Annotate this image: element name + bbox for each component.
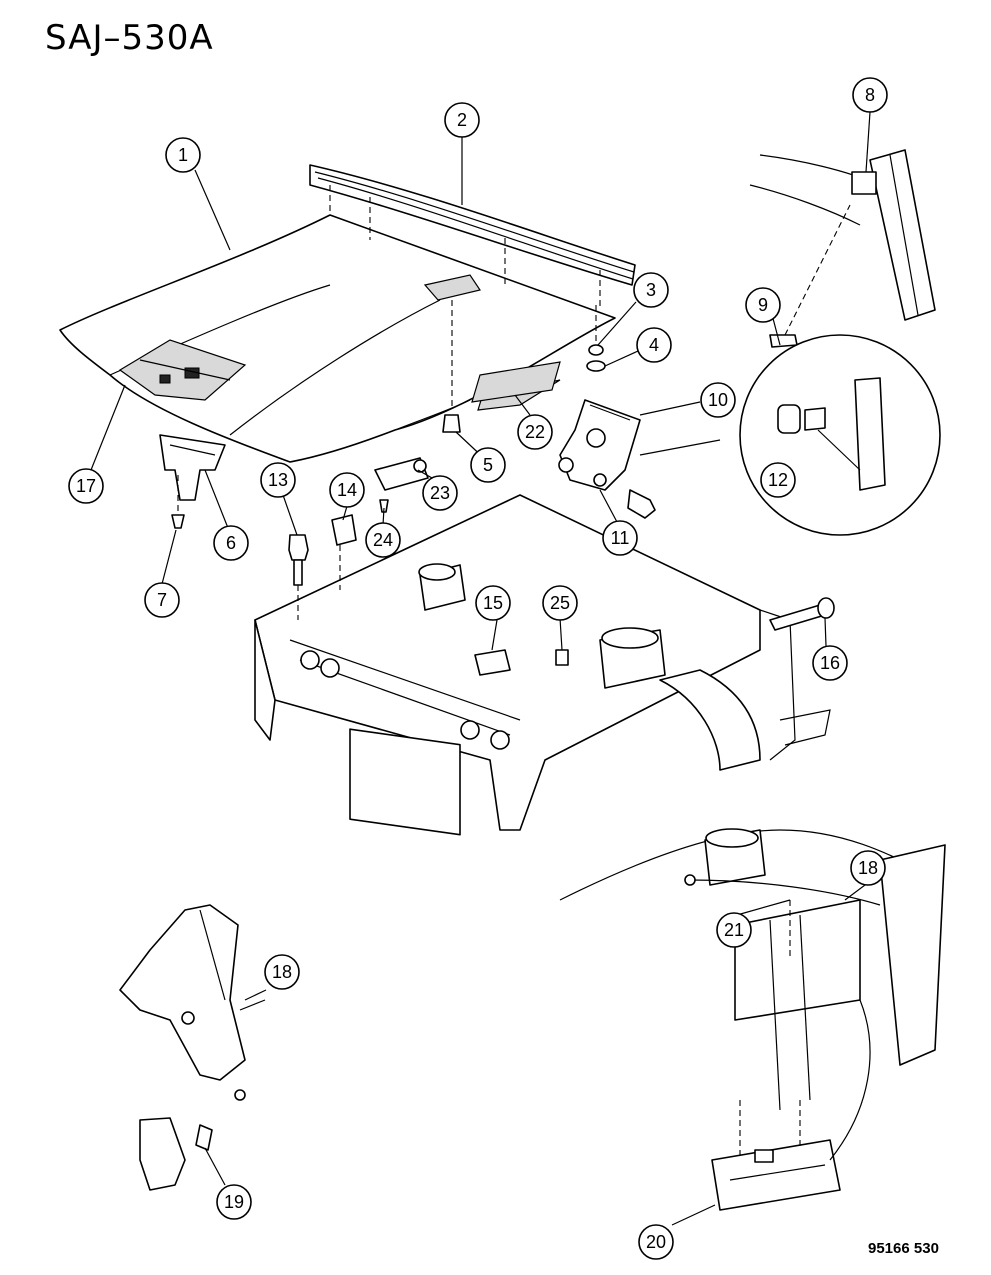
callout-18b: 18 [264,954,300,990]
grommet-5 [442,300,461,433]
callout-23-label: 23 [430,483,450,503]
front-end-structure [254,494,831,836]
callout-1-label: 1 [178,145,188,165]
callout-7-label: 7 [157,590,167,610]
callout-4-label: 4 [649,335,659,355]
callout-14: 14 [329,472,365,508]
callout-7: 7 [144,582,180,618]
callout-25-label: 25 [550,593,570,613]
callout-11-label: 11 [611,528,630,548]
bumper-stop [288,534,309,620]
callout-18a: 18 [850,850,886,886]
leader-lines [90,111,871,1226]
small-screw-24 [379,499,389,513]
callout-12-label: 12 [768,470,788,490]
callout-18a-label: 18 [858,858,878,878]
callout-21-label: 21 [724,920,744,940]
insulator-pad-22 [471,361,561,403]
callout-22: 22 [517,414,553,450]
callout-13-label: 13 [268,470,288,490]
fender-inset [749,149,936,348]
callout-15-label: 15 [483,593,503,613]
callout-24: 24 [365,522,401,558]
callout-10-label: 10 [708,390,728,410]
callout-9-label: 9 [758,295,768,315]
callout-22-label: 22 [525,422,545,442]
insulator-clip [331,514,357,590]
callout-1: 1 [165,137,201,173]
bolt-16 [769,597,835,631]
callout-9: 9 [745,287,781,323]
hood-seal-strip [309,164,636,310]
callout-6: 6 [213,525,249,561]
callout-20-label: 20 [646,1232,666,1252]
footer-code: 95166 530 [868,1240,939,1257]
callout-18b-label: 18 [272,962,292,982]
callout-8: 8 [852,77,888,113]
callout-2: 2 [444,102,480,138]
callout-25: 25 [542,585,578,621]
callout-24-label: 24 [373,530,393,550]
callout-10: 10 [700,382,736,418]
latch-striker [159,434,226,529]
callout-15: 15 [475,585,511,621]
callout-16-label: 16 [820,653,840,673]
cable-latch-inset [559,828,946,1211]
callout-4: 4 [636,327,672,363]
callout-6-label: 6 [226,533,236,553]
circle-detail-inset [739,334,941,536]
page-title: SAJ–530A [45,18,214,58]
nut-3-4 [586,305,606,372]
callout-13: 13 [260,462,296,498]
bracket-23 [374,457,429,491]
callout-5: 5 [470,447,506,483]
callout-16: 16 [812,645,848,681]
callout-20: 20 [638,1224,674,1260]
callout-8-label: 8 [865,85,875,105]
callout-23: 23 [422,475,458,511]
callout-19-label: 19 [224,1192,244,1212]
callout-5-label: 5 [483,455,493,475]
callout-17-label: 17 [76,476,96,496]
latch-15-25 [474,649,569,676]
callout-14-label: 14 [337,480,357,500]
callout-3-label: 3 [646,280,656,300]
callout-21: 21 [716,912,752,948]
callout-19: 19 [216,1184,252,1220]
callout-2-label: 2 [457,110,467,130]
callout-12: 12 [760,462,796,498]
hood-hinge [558,399,721,519]
callout-3: 3 [633,272,669,308]
callout-17: 17 [68,468,104,504]
release-handle-inset [119,904,266,1191]
callout-11: 11 [602,520,638,556]
